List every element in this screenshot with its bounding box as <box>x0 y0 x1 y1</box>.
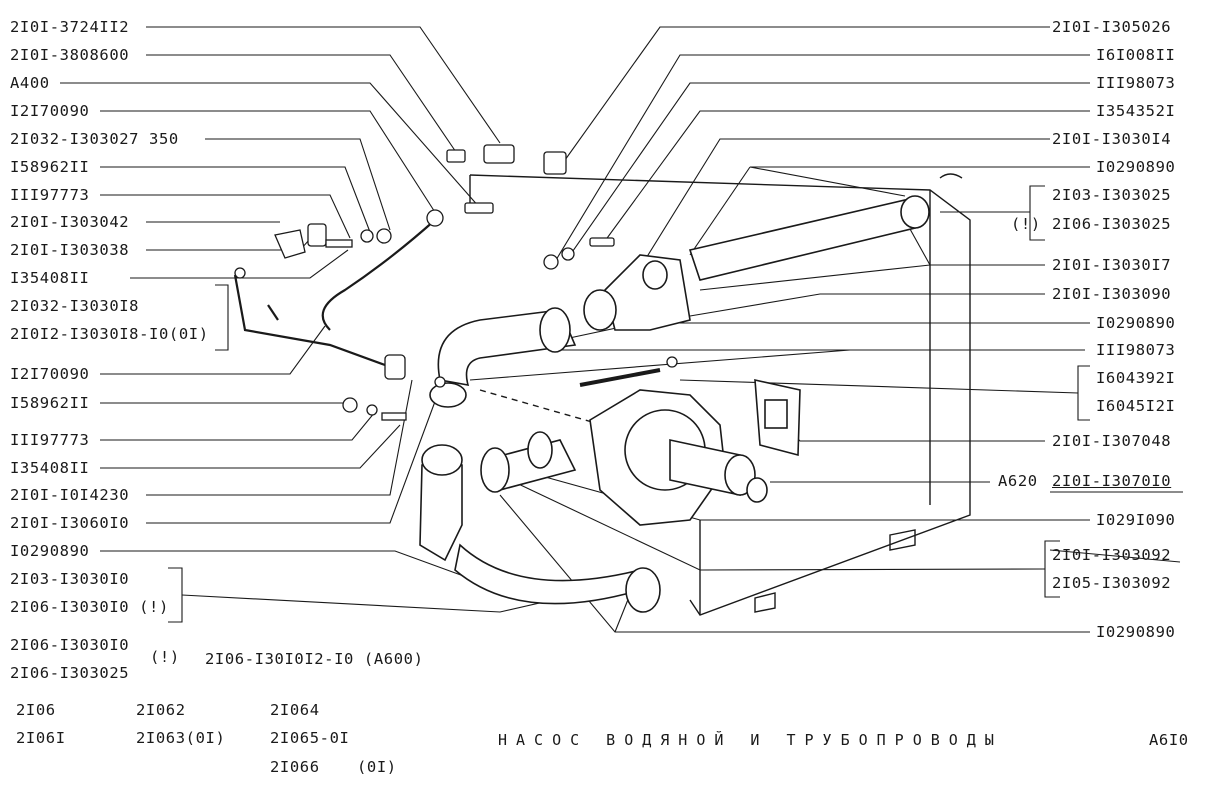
assembly-number: 2I06-I30I0I2-I0 (A600) <box>205 650 424 668</box>
small-parts <box>234 144 678 421</box>
leader-line <box>639 138 1050 269</box>
leader-line <box>1029 185 1045 241</box>
part-label: 2I0I-I303038 <box>10 241 130 259</box>
part-label: A620 <box>998 472 1038 490</box>
leader-line <box>100 424 401 469</box>
part-label: I604392I <box>1096 369 1176 387</box>
part-label: 2I0I-I3060I0 <box>10 514 130 532</box>
note-mark: (!) <box>1011 215 1041 233</box>
leader-line <box>215 284 229 351</box>
leader-line <box>146 54 459 156</box>
leader-line <box>1049 549 1181 563</box>
leader-line <box>567 82 1090 259</box>
leader-line <box>205 138 391 231</box>
model-code: 2I063(0I) <box>136 729 226 747</box>
part-label: I6I008II <box>1096 46 1176 64</box>
part-label: 2I06-I303025 <box>1052 215 1172 233</box>
part-label: I0290890 <box>1096 314 1176 332</box>
part-label: 2I032-I3030I8 <box>10 297 140 315</box>
leader-line <box>499 494 1090 633</box>
part-label: I0290890 <box>1096 623 1176 641</box>
leader-line <box>146 379 413 496</box>
part-label: III97773 <box>10 431 90 449</box>
leader-line <box>564 26 1050 161</box>
leader-line <box>146 26 501 144</box>
part-label: 2I0I-3808600 <box>10 46 130 64</box>
part-label: I354352I <box>1096 102 1176 120</box>
model-code: 2I06I <box>16 729 66 747</box>
part-label: 2I0I-3724II2 <box>10 18 130 36</box>
note-mark: (!) <box>150 648 180 666</box>
water-pump <box>579 368 801 526</box>
bypass-tube <box>233 219 436 367</box>
model-code: 2I062 <box>136 701 186 719</box>
part-label: 2I0I2-I3030I8-I0(0I) <box>10 325 209 343</box>
part-label: I0290890 <box>1096 158 1176 176</box>
part-label: I58962II <box>10 394 90 412</box>
leader-line <box>699 264 1045 291</box>
leader-line <box>100 550 481 583</box>
model-code: 2I06 <box>16 701 56 719</box>
part-label: I2I70090 <box>10 365 90 383</box>
part-label: 2I05-I303092 <box>1052 574 1172 592</box>
part-label: 2I03-I3030I0 <box>10 570 130 588</box>
part-label: 2I0I-I0I4230 <box>10 486 130 504</box>
applicability-note: 2I06-I3030I0 <box>10 636 130 654</box>
leader-line <box>60 82 481 209</box>
part-label: 2I0I-I3030I4 <box>1052 130 1172 148</box>
part-label: 2I0I-I303042 <box>10 213 130 231</box>
leader-line <box>689 166 751 256</box>
part-label: III97773 <box>10 186 90 204</box>
model-code: 2I065-0I <box>270 729 350 747</box>
leader-line <box>509 479 1046 571</box>
leader-line <box>689 293 1045 317</box>
leader-line <box>601 110 1090 246</box>
part-label: I2I70090 <box>10 102 90 120</box>
leader-line <box>168 567 183 623</box>
part-label: A400 <box>10 74 50 92</box>
part-label: I35408II <box>10 459 90 477</box>
leader-line <box>749 166 1090 197</box>
part-label: I6045I2I <box>1096 397 1176 415</box>
part-label: I0290890 <box>10 542 90 560</box>
part-label: III98073 <box>1096 74 1176 92</box>
radiator-pipe <box>583 195 930 331</box>
leader-line <box>130 249 349 279</box>
leader-line <box>779 419 1045 442</box>
part-label: 2I0I-I303090 <box>1052 285 1172 303</box>
model-code: 2I066 <box>270 758 320 776</box>
part-label: I029I090 <box>1096 511 1176 529</box>
leader-line <box>555 54 1090 261</box>
leader-line <box>679 379 1079 394</box>
part-label: I58962II <box>10 158 90 176</box>
leader-line <box>100 411 376 441</box>
part-label: III98073 <box>1096 341 1176 359</box>
part-label: 2I03-I303025 <box>1052 186 1172 204</box>
applicability-note: 2I06-I303025 <box>10 664 130 682</box>
leader-line <box>100 194 351 239</box>
model-code: 2I064 <box>270 701 320 719</box>
part-label: 2I0I-I3070I0 <box>1052 472 1172 490</box>
part-label: 2I06-I3030I0 (!) <box>10 598 169 616</box>
model-code: (0I) <box>357 758 397 776</box>
upper-hose <box>429 307 577 408</box>
part-label: I35408II <box>10 269 90 287</box>
leader-line <box>100 166 371 233</box>
page-title: НАСОС ВОДЯНОЙ И ТРУБОПРОВОДЫ <box>498 731 1003 749</box>
part-label: 2I0I-I307048 <box>1052 432 1172 450</box>
page-code: A6I0 <box>1149 731 1189 749</box>
part-label: 2I0I-I303092 <box>1052 546 1172 564</box>
part-label: 2I0I-I3030I7 <box>1052 256 1172 274</box>
leader-line <box>469 349 851 381</box>
leader-line <box>100 110 441 221</box>
leader-line <box>1077 365 1090 421</box>
part-label: 2I032-I303027 350 <box>10 130 179 148</box>
leader-line <box>146 387 441 524</box>
thermostat-housing <box>419 431 661 613</box>
part-label: 2I0I-I305026 <box>1052 18 1172 36</box>
